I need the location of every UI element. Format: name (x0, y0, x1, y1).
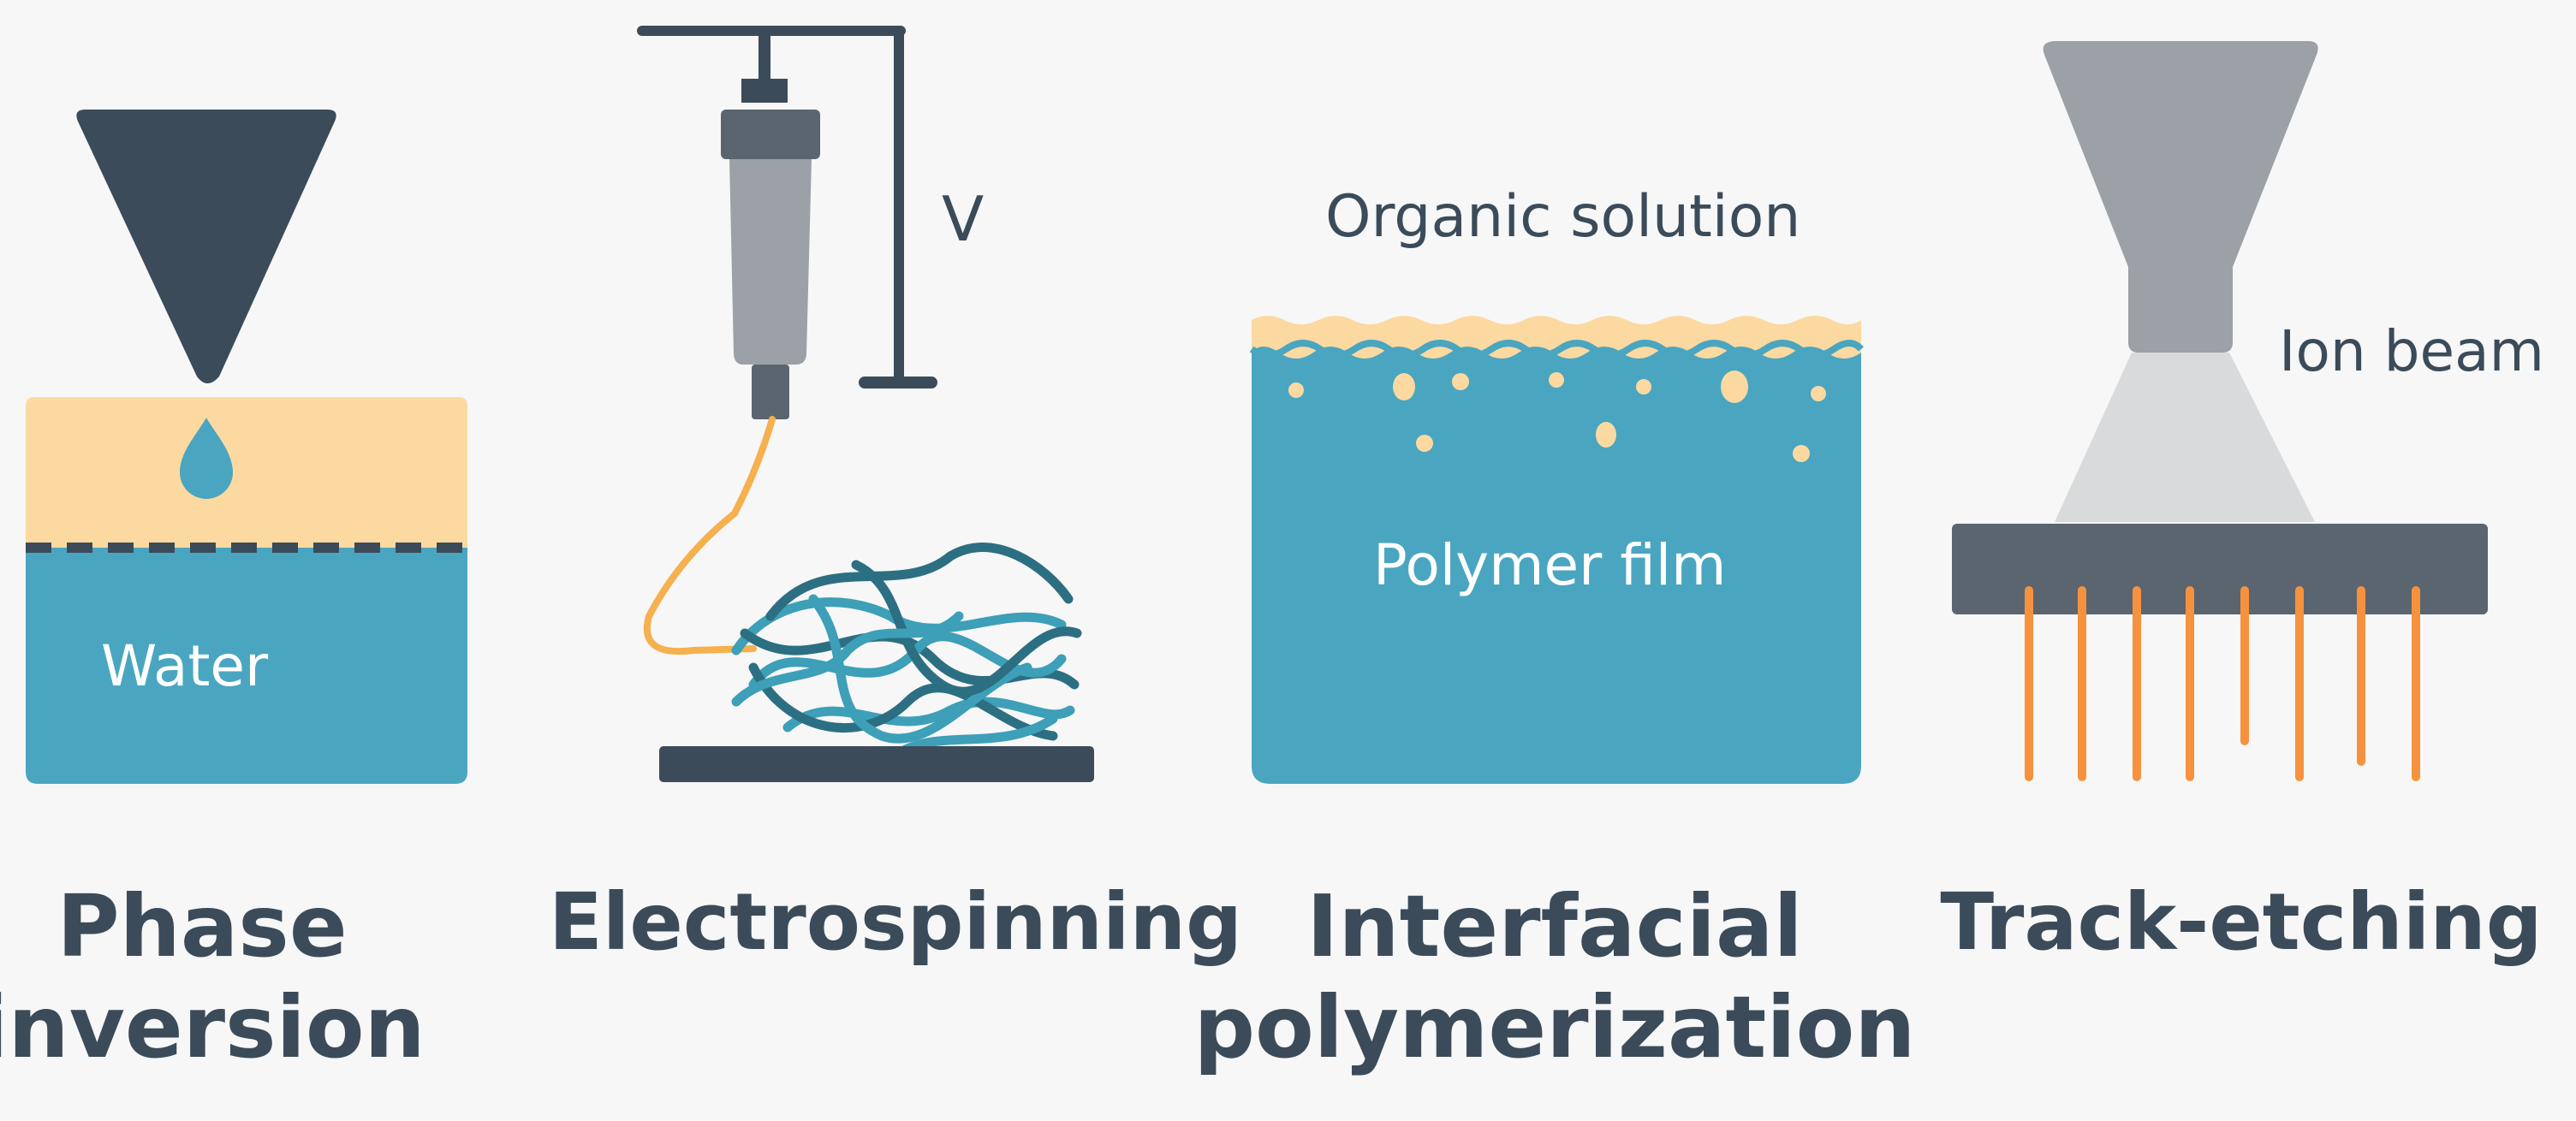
voltage-label: V (942, 183, 985, 255)
interfacial-polymerization-illustration (1249, 316, 1865, 784)
ion-beam-cone (2055, 353, 2315, 522)
polymer-film-label: Polymer film (1373, 532, 1727, 598)
water-bath (26, 548, 467, 784)
syringe-stem (759, 31, 770, 82)
syringe-barrel (729, 159, 812, 365)
phase-inversion-title-line2: inversion (0, 977, 425, 1077)
ion-source-nozzle (2043, 41, 2318, 353)
etched-tracks (2025, 586, 2420, 781)
syringe-head (721, 110, 820, 159)
organic-solution-label: Organic solution (1325, 183, 1801, 251)
phase-inversion-title-line1: Phase (57, 876, 348, 976)
organic-layer-wave (1252, 316, 1861, 359)
solution-bath-layer (26, 397, 467, 548)
syringe-plunger-cap (741, 79, 788, 103)
water-drop-icon (180, 418, 233, 499)
interfacial-title-line2: polymerization (1193, 977, 1916, 1077)
electrospinning-title: Electrospinning (549, 876, 1242, 968)
fiber-mat (731, 543, 1082, 758)
ion-beam-label: Ion beam (2279, 318, 2544, 384)
syringe-needle-hub (752, 365, 789, 419)
casting-knife-triangle (76, 110, 336, 383)
collector-plate (659, 746, 1094, 782)
track-etching-title: Track-etching (1940, 876, 2543, 968)
interface-wave-line (1249, 340, 1865, 359)
polymer-jet (643, 416, 776, 655)
interfacial-title-line1: Interfacial (1306, 876, 1803, 976)
water-label: Water (101, 633, 269, 699)
track-etching-illustration (1952, 41, 2488, 781)
phase-inversion-illustration (26, 110, 467, 784)
interfacial-polymerization-title: Interfacial polymerization (1193, 876, 1915, 1078)
monomer-droplets (1288, 371, 1826, 462)
polymer-film-bath (1252, 342, 1861, 784)
electrospinning-illustration (637, 26, 1094, 782)
phase-inversion-title: Phase inversion (0, 876, 425, 1078)
